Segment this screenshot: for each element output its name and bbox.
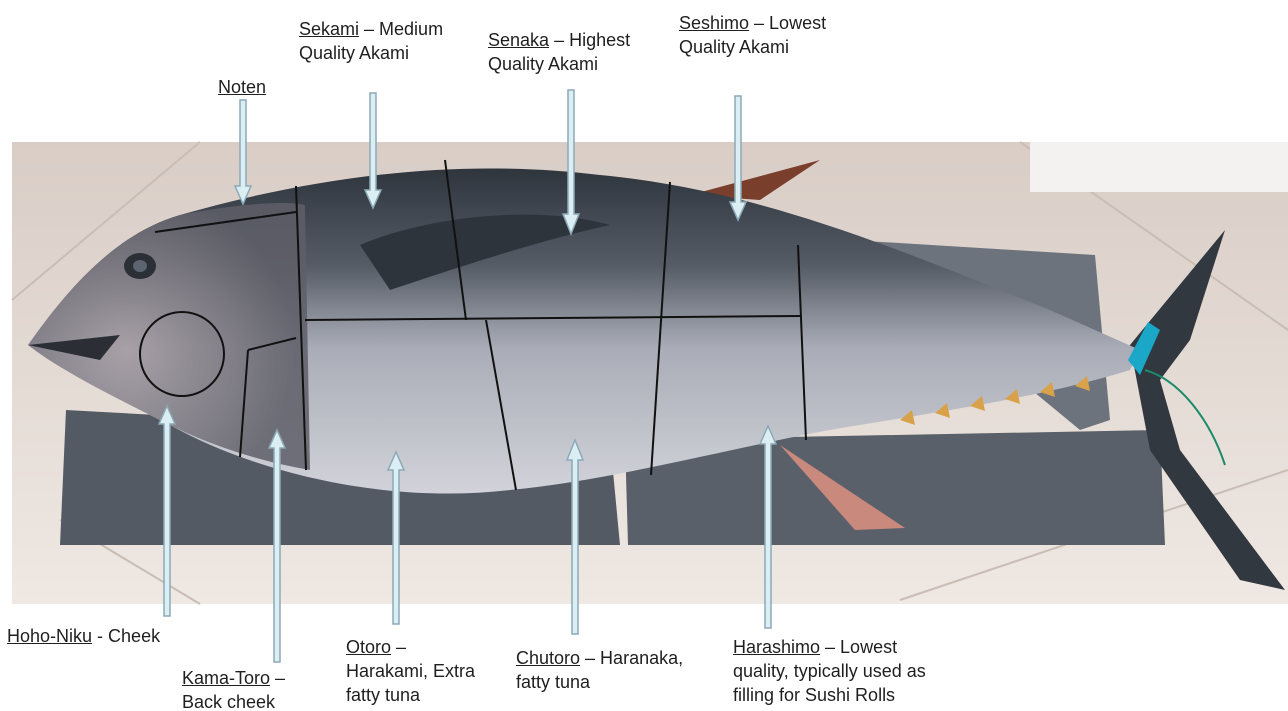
label-hoho-niku-desc: - Cheek [92,626,160,646]
label-otoro: Otoro – Harakami, Extra fatty tuna [346,635,475,707]
label-seshimo-term: Seshimo [679,13,749,33]
tuna-pupil [133,260,147,272]
label-seshimo-desc-line2: Quality Akami [679,35,826,59]
label-noten: Noten [218,75,266,99]
label-senaka-desc: – Highest [549,30,630,50]
label-sekami-desc-line2: Quality Akami [299,41,443,65]
label-harashimo-desc: – Lowest [820,637,897,657]
label-noten-term: Noten [218,77,266,97]
label-chutoro-term: Chutoro [516,648,580,668]
label-harashimo: Harashimo – Lowest quality, typically us… [733,635,926,707]
label-kama-toro: Kama-Toro – Back cheek [182,666,285,711]
label-seshimo: Seshimo – Lowest Quality Akami [679,11,826,59]
label-harashimo-desc-line2: quality, typically used as [733,659,926,683]
label-otoro-desc-line3: fatty tuna [346,683,475,707]
label-sekami-desc: – Medium [359,19,443,39]
label-senaka-desc-line2: Quality Akami [488,52,630,76]
label-otoro-desc: – [391,637,406,657]
label-harashimo-desc-line3: filling for Sushi Rolls [733,683,926,707]
label-chutoro-desc-line2: fatty tuna [516,670,683,694]
label-otoro-term: Otoro [346,637,391,657]
label-hoho-niku: Hoho-Niku - Cheek [7,624,160,648]
label-kama-toro-desc-line2: Back cheek [182,690,285,711]
label-kama-toro-desc: – [270,668,285,688]
label-hoho-niku-term: Hoho-Niku [7,626,92,646]
label-kama-toro-term: Kama-Toro [182,668,270,688]
label-senaka-term: Senaka [488,30,549,50]
label-sekami-term: Sekami [299,19,359,39]
label-chutoro: Chutoro – Haranaka, fatty tuna [516,646,683,694]
label-senaka: Senaka – Highest Quality Akami [488,28,630,76]
white-box [1030,142,1288,192]
label-harashimo-term: Harashimo [733,637,820,657]
label-seshimo-desc: – Lowest [749,13,826,33]
label-sekami: Sekami – Medium Quality Akami [299,17,443,65]
label-otoro-desc-line2: Harakami, Extra [346,659,475,683]
label-chutoro-desc: – Haranaka, [580,648,683,668]
